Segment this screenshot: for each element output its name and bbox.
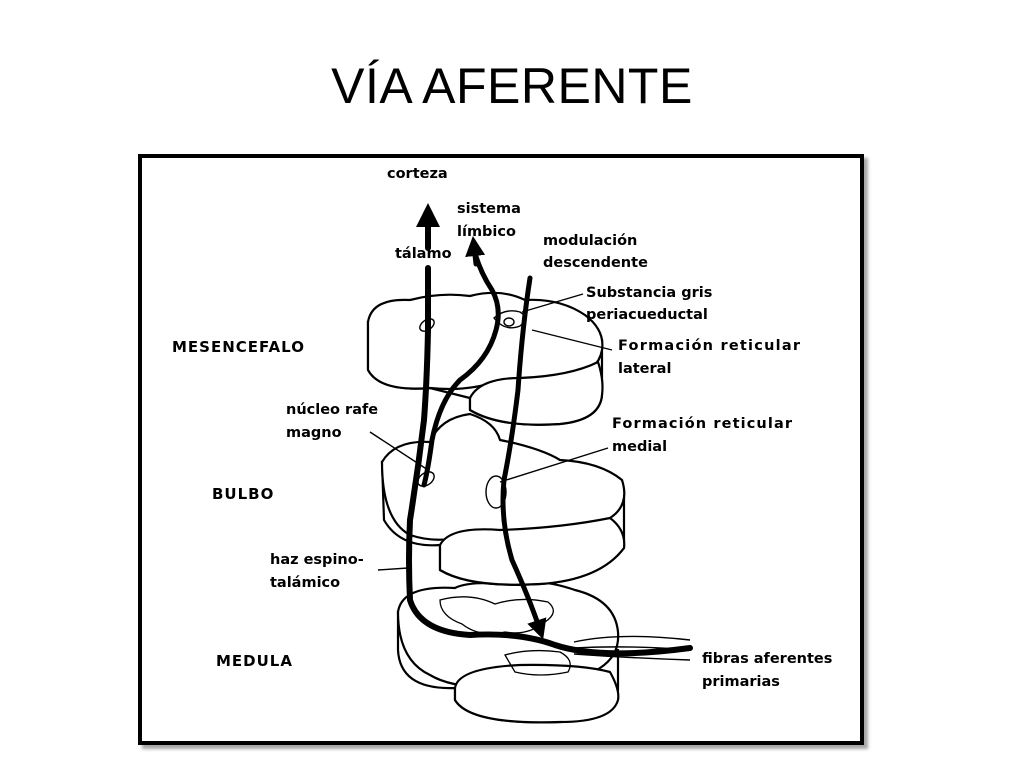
label-fibras-1: fibras aferentes — [702, 651, 832, 667]
label-haz-2: talámico — [270, 575, 340, 591]
label-corteza: corteza — [387, 166, 448, 182]
label-frm-1: Formación reticular — [612, 416, 793, 432]
label-talamo: tálamo — [395, 246, 452, 262]
label-sistema-1: sistema — [457, 201, 521, 217]
label-fibras-2: primarias — [702, 674, 780, 690]
descending-modulation-tract — [500, 275, 547, 640]
medula-slab — [396, 581, 620, 724]
level-label-mesencefalo: MESENCEFALO — [172, 338, 305, 356]
label-haz-1: haz espino- — [270, 552, 364, 568]
label-nrm-2: magno — [286, 425, 342, 441]
label-sgp-2: periacueductal — [586, 307, 708, 323]
limbic-branch-tract — [421, 236, 501, 488]
label-sgp-1: Substancia gris — [586, 285, 712, 301]
label-modulacion-1: modulación — [543, 233, 637, 249]
leader-lines — [369, 293, 613, 571]
mesencefalo-slab — [366, 291, 604, 426]
primary-afferent-fibers — [573, 635, 691, 661]
label-frl-2: lateral — [618, 361, 671, 377]
level-label-bulbo: BULBO — [212, 485, 274, 503]
label-modulacion-2: descendente — [543, 255, 648, 271]
spinothalamic-tract — [406, 203, 693, 657]
label-nrm-1: núcleo rafe — [286, 402, 378, 418]
slide-title: VÍA AFERENTE — [331, 58, 693, 114]
label-frm-2: medial — [612, 439, 667, 455]
label-sistema-2: límbico — [457, 224, 516, 240]
level-label-medula: MEDULA — [216, 652, 293, 670]
label-frl-1: Formación reticular — [618, 338, 801, 354]
